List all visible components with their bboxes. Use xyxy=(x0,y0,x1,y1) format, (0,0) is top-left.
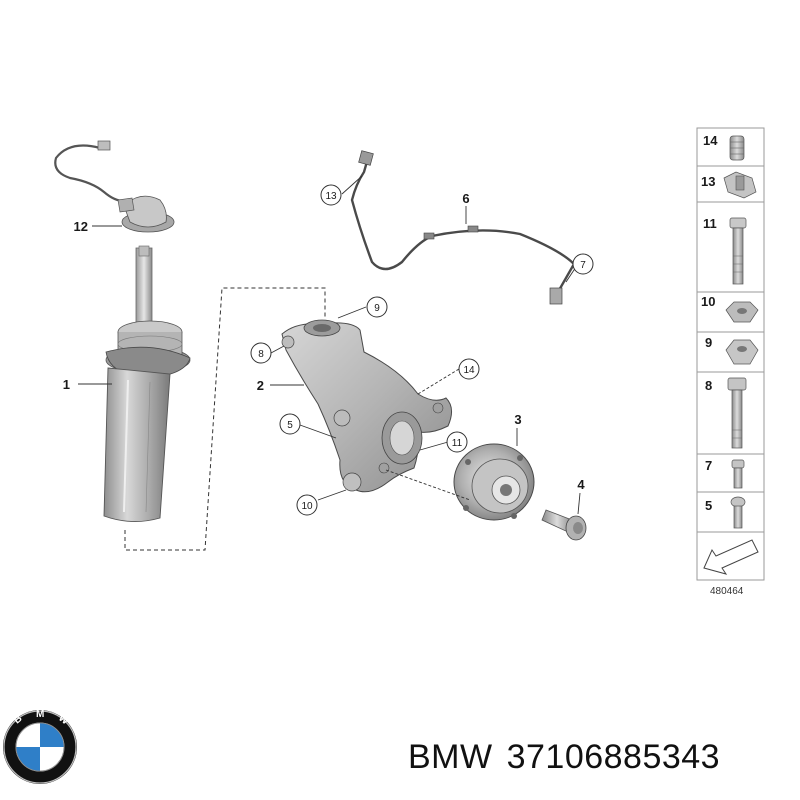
steering-knuckle xyxy=(281,319,452,493)
callout-2: 2 xyxy=(257,378,264,393)
dashed-leader-line xyxy=(124,287,326,551)
bmw-logo: B M W xyxy=(3,709,77,784)
callout-4: 4 xyxy=(577,477,585,492)
callout-label: 1 xyxy=(63,377,70,392)
legend-label: 11 xyxy=(703,216,717,231)
legend-label: 10 xyxy=(701,294,715,309)
legend-item-13: 13 xyxy=(701,171,757,199)
wheel-hub xyxy=(453,443,535,521)
caption-brand: BMW xyxy=(408,738,493,776)
part-caption: BMW 37106885343 xyxy=(408,738,734,777)
callout-5: 5 xyxy=(279,413,301,435)
callout-label: 12 xyxy=(74,219,88,234)
callout-label: 8 xyxy=(258,349,264,360)
strut-assembly xyxy=(103,245,191,522)
callout-label: 14 xyxy=(463,365,475,376)
callout-label: 13 xyxy=(325,191,337,202)
callout-label: 3 xyxy=(514,412,521,427)
callout-12: 12 xyxy=(74,219,88,234)
caption-part-number: 37106885343 xyxy=(506,738,721,776)
callout-6: 6 xyxy=(462,191,469,206)
callout-10: 10 xyxy=(296,494,318,516)
callout-label: 7 xyxy=(580,260,586,271)
legend-item-5: 5 xyxy=(705,496,746,529)
abs-sensor-cable xyxy=(350,150,576,305)
wear-sensor-cap xyxy=(54,140,175,233)
callout-label: 9 xyxy=(374,303,380,314)
callout-14: 14 xyxy=(458,358,480,380)
callout-label: 11 xyxy=(452,438,463,449)
callout-9: 9 xyxy=(366,296,388,318)
legend-label: 9 xyxy=(705,335,712,350)
callout-8: 8 xyxy=(250,342,272,364)
legend-item-7: 7 xyxy=(705,458,745,489)
legend-label: 7 xyxy=(705,458,712,473)
legend-item-14: 14 xyxy=(703,133,745,161)
callout-label: 6 xyxy=(462,191,469,206)
legend-item-9: 9 xyxy=(705,335,759,365)
legend-label: 5 xyxy=(705,498,712,513)
callout-label: 10 xyxy=(301,501,313,512)
hub-bolt xyxy=(541,509,587,541)
callout-label: 2 xyxy=(257,378,264,393)
legend-item-8: 8 xyxy=(705,377,747,449)
callout-1: 1 xyxy=(63,377,70,392)
callout-label: 5 xyxy=(287,420,293,431)
legend-item-10: 10 xyxy=(701,294,759,323)
callout-13: 13 xyxy=(320,184,342,206)
callout-11: 11 xyxy=(446,431,468,453)
parts-legend: 14 13 11 10 9 8 xyxy=(696,127,765,597)
callout-leaders xyxy=(78,175,581,515)
legend-orientation-arrow xyxy=(703,539,759,575)
svg-text:M: M xyxy=(36,709,44,720)
legend-label: 13 xyxy=(701,174,715,189)
callout-7: 7 xyxy=(572,253,594,275)
legend-item-11: 11 xyxy=(703,216,747,285)
legend-label: 8 xyxy=(705,378,712,393)
legend-label: 14 xyxy=(703,133,718,148)
callout-label: 4 xyxy=(577,477,585,492)
callout-3: 3 xyxy=(514,412,521,427)
diagram-code: 480464 xyxy=(710,586,744,597)
